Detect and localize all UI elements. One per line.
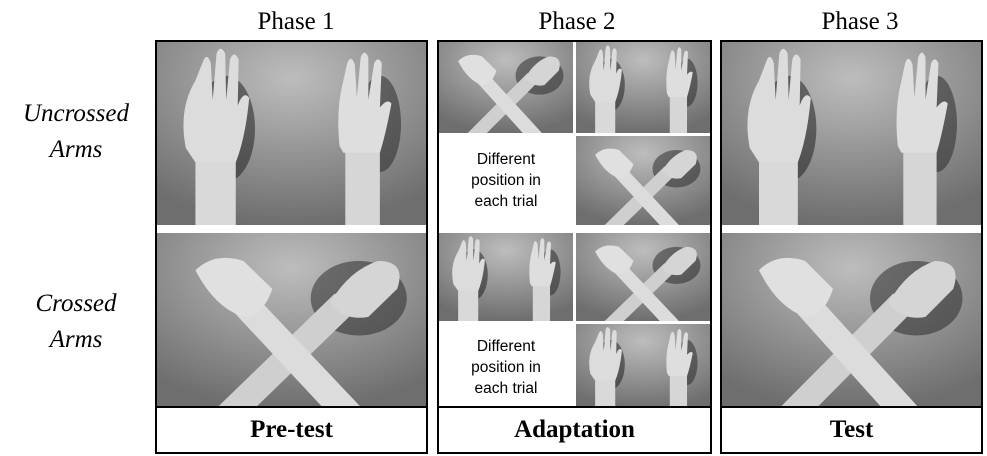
phase-2-panel: Different position in each trial Differe… <box>437 40 712 454</box>
adaptation-crossed-photo-3 <box>576 324 710 410</box>
pretest-label: Pre-test <box>157 406 426 452</box>
adaptation-uncrossed-photo-2 <box>576 42 710 133</box>
phase-2-title: Phase 2 <box>437 8 717 36</box>
test-label: Test <box>722 406 981 452</box>
pretest-uncrossed-photo <box>157 42 426 225</box>
adaptation-note-bottom: Different position in each trial <box>439 324 573 410</box>
adaptation-uncrossed-photo-3 <box>576 136 710 225</box>
phase-1-panel: Pre-test <box>155 40 428 454</box>
test-crossed-photo <box>722 233 981 410</box>
phase-1-title: Phase 1 <box>156 8 436 36</box>
row-label-uncrossed: Uncrossed Arms <box>6 96 146 168</box>
test-uncrossed-photo <box>722 42 981 225</box>
adaptation-uncrossed-photo-1 <box>439 42 573 133</box>
phase-3-title: Phase 3 <box>720 8 987 36</box>
row-label-crossed: Crossed Arms <box>6 286 146 358</box>
pretest-crossed-photo <box>157 233 426 410</box>
adaptation-label: Adaptation <box>439 406 710 452</box>
phase-3-panel: Test <box>720 40 983 454</box>
adaptation-crossed-photo-1 <box>439 233 573 321</box>
adaptation-crossed-photo-2 <box>576 233 710 321</box>
adaptation-note-top: Different position in each trial <box>439 136 573 225</box>
